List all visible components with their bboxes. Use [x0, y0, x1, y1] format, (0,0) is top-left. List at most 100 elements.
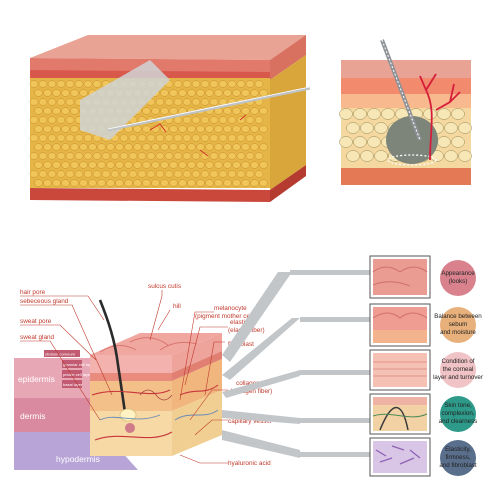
panel-skin-tone [369, 393, 431, 435]
fat-cell [178, 143, 187, 151]
fat-cell [374, 150, 388, 162]
fat-cell [47, 116, 57, 124]
fat-cell [227, 116, 237, 124]
fat-cell [119, 152, 129, 160]
fat-cell [196, 143, 205, 151]
fat-cell [191, 116, 201, 124]
fat-cell [232, 161, 241, 169]
fat-cell [214, 179, 223, 187]
fat-cell [164, 134, 174, 142]
fat-cell [200, 80, 210, 88]
fat-cell [182, 170, 192, 178]
fat-cell [169, 107, 178, 115]
fat-cell [142, 107, 151, 115]
fat-cell [65, 80, 75, 88]
fat-cell [47, 98, 57, 106]
fat-cell [61, 179, 70, 187]
fat-cell [38, 170, 48, 178]
fat-cell [146, 152, 156, 160]
fat-cell [155, 170, 165, 178]
fat-cell [236, 134, 246, 142]
fat-cell [178, 179, 187, 187]
fat-cell [43, 161, 52, 169]
fat-cell [119, 170, 129, 178]
collagen-sub-label: (collagen fiber) [230, 388, 272, 395]
fat-cell [128, 152, 138, 160]
fat-cell [106, 143, 115, 151]
fat-cell [151, 107, 160, 115]
hair-pore-label: hair pore [20, 289, 46, 296]
fat-cell [236, 170, 246, 178]
benefit-2-line2: sebum [449, 321, 468, 328]
fat-cell [38, 80, 48, 88]
fat-cell [241, 89, 250, 97]
fat-cell [346, 122, 360, 134]
fat-cell [381, 108, 395, 120]
granular-layer-label: granular cell layer [63, 362, 95, 367]
fat-cell [241, 161, 250, 169]
fat-cell [124, 179, 133, 187]
fat-cell [56, 134, 66, 142]
fat-cell [218, 170, 228, 178]
fat-cell [142, 179, 151, 187]
fat-cell [187, 179, 196, 187]
epidermis-layer-tags: stratum corneum granular cell layer pric… [44, 350, 95, 388]
fat-cell [173, 98, 183, 106]
fat-cell [227, 152, 237, 160]
fat-cell [254, 170, 264, 178]
fat-cell [65, 170, 75, 178]
fat-cell [209, 98, 219, 106]
fat-cell [70, 125, 79, 133]
fat-cell [97, 179, 106, 187]
fat-cell [110, 152, 120, 160]
fat-cell [29, 80, 39, 88]
fat-cell [65, 98, 75, 106]
fat-cell [79, 161, 88, 169]
fat-cell [97, 143, 106, 151]
benefit-2-line3: and moisture [440, 329, 476, 336]
cross-section-illustration [339, 39, 472, 185]
fat-cell [124, 143, 133, 151]
fat-cell [106, 161, 115, 169]
fat-cell [214, 89, 223, 97]
fat-cell [250, 161, 259, 169]
fat-cell [346, 150, 360, 162]
fat-cell [52, 107, 61, 115]
fat-cell [218, 116, 228, 124]
fat-cell [191, 152, 201, 160]
fat-cell [164, 98, 174, 106]
sulcus-cutis-label: sulcus cutis [148, 283, 181, 290]
fat-cell [56, 98, 66, 106]
fat-cell [56, 116, 66, 124]
fat-cell [38, 116, 48, 124]
fat-cell [223, 179, 232, 187]
fat-cell [160, 89, 169, 97]
fat-cell [367, 108, 381, 120]
fat-cell [245, 170, 255, 178]
fat-cell [133, 143, 142, 151]
fat-cell [83, 152, 93, 160]
fat-cell [160, 143, 169, 151]
fat-cell [61, 107, 70, 115]
fat-cell [47, 170, 57, 178]
fat-cell [38, 152, 48, 160]
fat-cell [146, 170, 156, 178]
fat-cell [74, 152, 84, 160]
fat-cell [187, 125, 196, 133]
fat-cell [47, 80, 57, 88]
fat-cell [232, 125, 241, 133]
fat-cell [223, 125, 232, 133]
fat-cell [29, 116, 39, 124]
fat-cell [196, 161, 205, 169]
fat-cell [259, 179, 268, 187]
fat-cell [254, 134, 264, 142]
fat-cell [79, 179, 88, 187]
panel-appearance [369, 255, 431, 299]
fat-cell [115, 143, 124, 151]
fat-cell [47, 134, 57, 142]
fat-cell [209, 152, 219, 160]
fat-cell [137, 134, 147, 142]
fat-cell [34, 143, 43, 151]
fat-cell [182, 80, 192, 88]
fat-cell [241, 125, 250, 133]
